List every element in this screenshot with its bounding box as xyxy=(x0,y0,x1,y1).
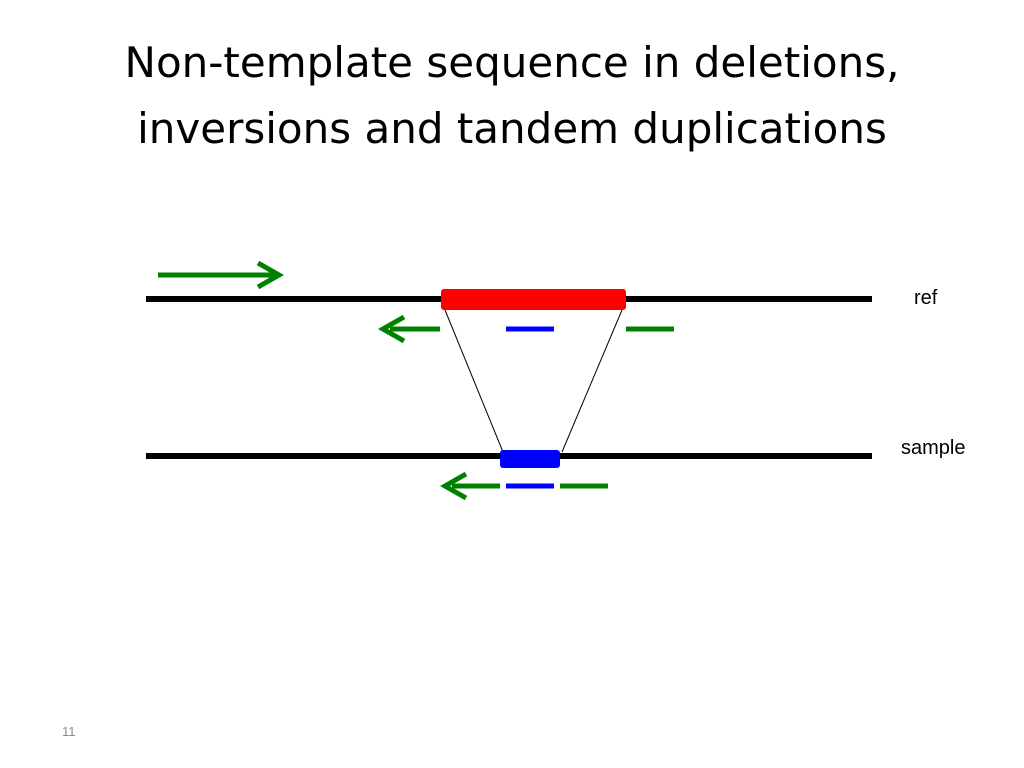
sample-inserted-segment xyxy=(500,450,560,468)
forward-read-arrow xyxy=(158,260,285,290)
sample-label: sample xyxy=(901,437,965,459)
ref-reverse-read-arrow xyxy=(377,314,440,344)
sample-reverse-read-arrow xyxy=(439,471,500,501)
slide-title: Non-template sequence in deletions, inve… xyxy=(40,30,984,162)
ref-deleted-segment xyxy=(441,289,626,310)
left-breakpoint-connector xyxy=(444,309,504,453)
right-breakpoint-connector xyxy=(561,309,623,453)
ref-label: ref xyxy=(914,287,938,309)
title-line-2: inversions and tandem duplications xyxy=(137,104,887,153)
title-line-1: Non-template sequence in deletions, xyxy=(124,38,900,87)
slide-number: 11 xyxy=(62,724,76,739)
